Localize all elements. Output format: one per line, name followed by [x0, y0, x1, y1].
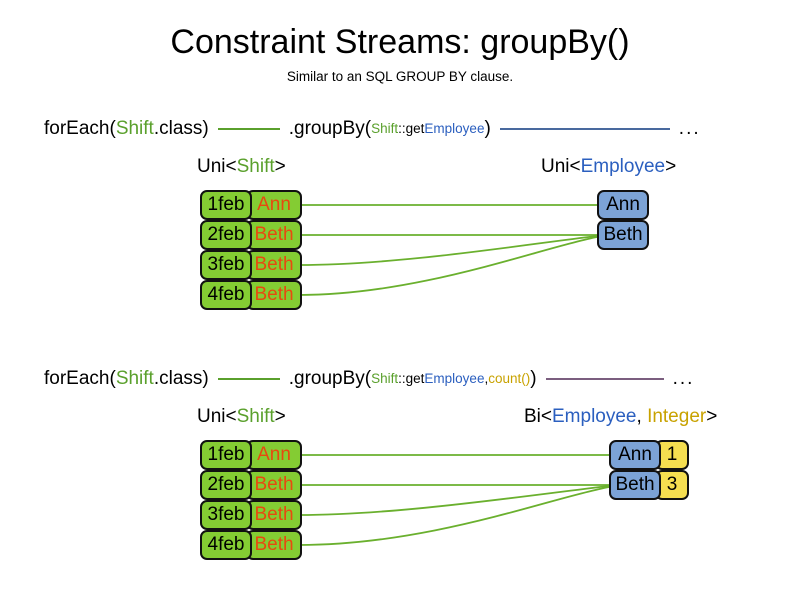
- link-line: [298, 235, 598, 266]
- employee-name: Ann: [609, 440, 661, 470]
- method-ref-type: Shift: [371, 121, 399, 136]
- method-ref-type: Shift: [371, 371, 399, 386]
- left-type-prefix: Uni<: [197, 156, 237, 177]
- shift-employee-name: Beth: [246, 280, 302, 310]
- shift-row[interactable]: 1feb Ann: [200, 440, 302, 470]
- method-ref-property: Employee: [424, 121, 485, 136]
- employee-name: Ann: [597, 190, 649, 220]
- link-line: [298, 486, 610, 546]
- shift-date: 1feb: [200, 440, 252, 470]
- right-type-generic-2: Integer: [647, 406, 707, 427]
- shift-employee-name: Beth: [246, 470, 302, 500]
- link-line: [298, 236, 598, 296]
- shift-employee-name: Beth: [246, 530, 302, 560]
- collector-count: count(): [488, 371, 531, 386]
- employee-name: Beth: [597, 220, 649, 250]
- for-each-open: forEach(: [44, 368, 116, 389]
- group-by-comma: ,: [484, 371, 489, 386]
- left-type-label-1: Uni<Shift>: [197, 155, 286, 179]
- shift-employee-name: Ann: [246, 440, 302, 470]
- shift-date: 3feb: [200, 250, 252, 280]
- group-by-close: ): [484, 118, 491, 139]
- right-type-suffix: >: [665, 156, 677, 177]
- shift-stack-2: 1feb Ann 2feb Beth 3feb Beth 4feb Beth: [200, 440, 302, 560]
- page-subtitle: Similar to an SQL GROUP BY clause.: [286, 69, 514, 84]
- left-type-prefix: Uni<: [197, 406, 237, 427]
- shift-row[interactable]: 2feb Beth: [200, 470, 302, 500]
- shift-row[interactable]: 3feb Beth: [200, 500, 302, 530]
- left-type-label-2: Uni<Shift>: [197, 405, 286, 429]
- shift-row[interactable]: 3feb Beth: [200, 250, 302, 280]
- stream-continues-ellipsis: ...: [678, 118, 701, 139]
- shift-row[interactable]: 4feb Beth: [200, 530, 302, 560]
- connector-rule-green: [217, 128, 280, 130]
- connector-rule-green: [217, 378, 280, 380]
- for-each-close: .class): [153, 368, 209, 389]
- for-each-type: Shift: [115, 368, 154, 389]
- code-line-1: forEach(Shift.class) .groupBy(Shift::get…: [44, 114, 764, 144]
- shift-employee-name: Beth: [246, 500, 302, 530]
- right-type-suffix: >: [706, 406, 718, 427]
- group-by-open: .groupBy(: [288, 368, 372, 389]
- right-type-generic: Employee: [580, 156, 666, 177]
- left-type-suffix: >: [274, 156, 286, 177]
- right-type-prefix: Uni<: [541, 156, 581, 177]
- for-each-type: Shift: [115, 118, 154, 139]
- left-type-generic: Shift: [236, 156, 275, 177]
- right-type-comma: ,: [636, 406, 648, 427]
- group-by-open: .groupBy(: [288, 118, 372, 139]
- connector-rule-purple: [545, 378, 664, 380]
- method-ref-separator: ::get: [398, 371, 425, 386]
- right-type-label-2: Bi<Employee, Integer>: [524, 405, 717, 429]
- link-line: [298, 485, 610, 516]
- right-type-generic: Employee: [552, 406, 637, 427]
- shift-date: 3feb: [200, 500, 252, 530]
- right-type-label-1: Uni<Employee>: [541, 155, 676, 179]
- shift-row[interactable]: 1feb Ann: [200, 190, 302, 220]
- employee-stack-1: Ann Beth: [597, 190, 649, 250]
- shift-date: 4feb: [200, 280, 252, 310]
- employee-count-stack-2: Ann 1 Beth 3: [609, 440, 689, 500]
- shift-date: 1feb: [200, 190, 252, 220]
- employee-count-row[interactable]: Beth 3: [609, 470, 689, 500]
- shift-row[interactable]: 2feb Beth: [200, 220, 302, 250]
- left-type-generic: Shift: [236, 406, 275, 427]
- shift-date: 2feb: [200, 220, 252, 250]
- shift-employee-name: Beth: [246, 250, 302, 280]
- code-line-2: forEach(Shift.class) .groupBy(Shift::get…: [44, 364, 764, 394]
- employee-count-row[interactable]: Ann 1: [609, 440, 689, 470]
- right-type-prefix: Bi<: [524, 406, 552, 427]
- shift-row[interactable]: 4feb Beth: [200, 280, 302, 310]
- employee-row[interactable]: Ann: [597, 190, 649, 220]
- employee-name: Beth: [609, 470, 661, 500]
- method-ref-property: Employee: [424, 371, 485, 386]
- for-each-open: forEach(: [44, 118, 116, 139]
- connector-rule-blue: [499, 128, 670, 130]
- group-by-close: ): [530, 368, 537, 389]
- stream-continues-ellipsis: ...: [672, 368, 695, 389]
- page-title: Constraint Streams: groupBy(): [170, 23, 630, 61]
- shift-date: 4feb: [200, 530, 252, 560]
- employee-row[interactable]: Beth: [597, 220, 649, 250]
- for-each-close: .class): [153, 118, 209, 139]
- shift-stack-1: 1feb Ann 2feb Beth 3feb Beth 4feb Beth: [200, 190, 302, 310]
- shift-date: 2feb: [200, 470, 252, 500]
- shift-employee-name: Ann: [246, 190, 302, 220]
- shift-employee-name: Beth: [246, 220, 302, 250]
- left-type-suffix: >: [274, 406, 286, 427]
- method-ref-separator: ::get: [398, 121, 425, 136]
